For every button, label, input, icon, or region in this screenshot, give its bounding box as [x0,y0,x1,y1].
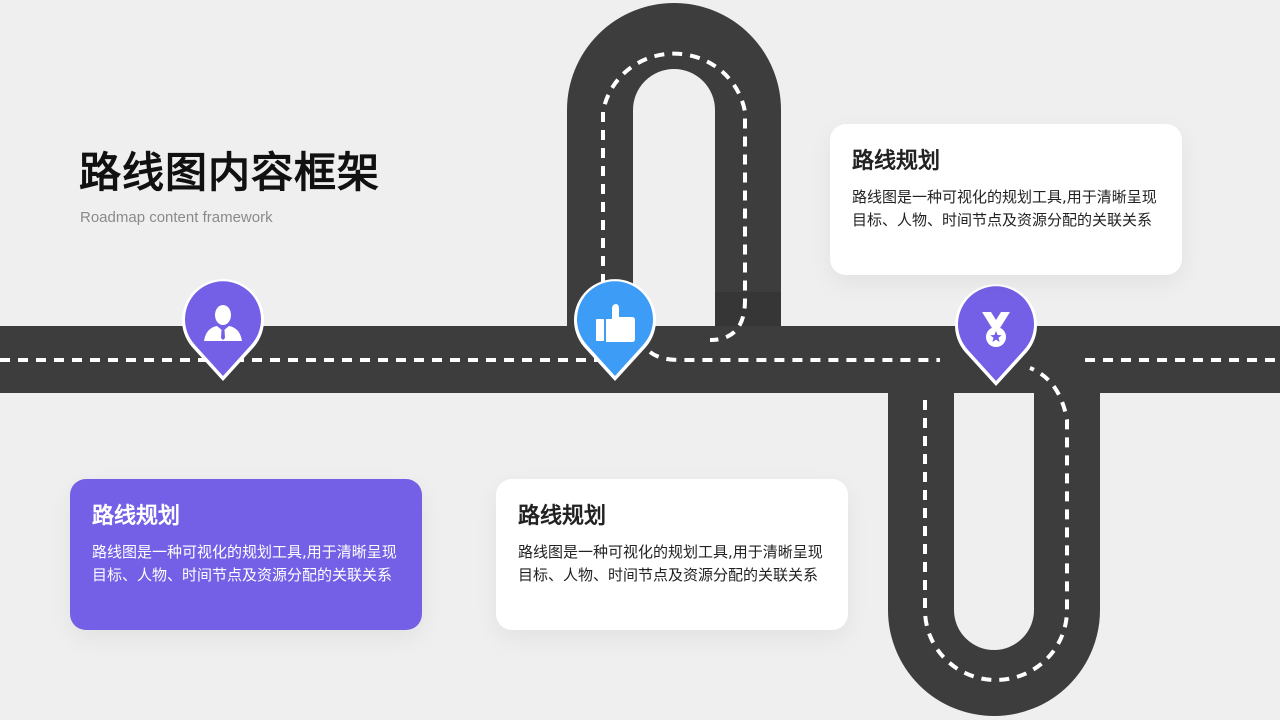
page-title: 路线图内容框架 [79,148,381,197]
milestone-pin-3[interactable] [953,284,1039,388]
thumbs-up-icon [596,304,635,342]
card-title: 路线规划 [518,504,607,529]
card-title: 路线规划 [852,149,941,174]
page-subtitle: Roadmap content framework [80,209,273,226]
road-top-loop [567,3,781,360]
person-icon [204,305,242,341]
lane-marking-bottom-loop [923,366,1069,682]
medal-icon [982,312,1010,347]
milestone-pin-2[interactable] [572,279,658,383]
info-card-1: 路线规划 路线图是一种可视化的规划工具,用于清晰呈现目标、人物、时间节点及资源分… [70,479,422,630]
info-card-3: 路线规划 路线图是一种可视化的规划工具,用于清晰呈现目标、人物、时间节点及资源分… [830,124,1182,275]
card-title: 路线规划 [92,504,181,529]
info-card-2: 路线规划 路线图是一种可视化的规划工具,用于清晰呈现目标、人物、时间节点及资源分… [496,479,848,630]
lane-marking-middle [648,350,940,362]
milestone-pin-1[interactable] [180,279,266,383]
card-text: 路线图是一种可视化的规划工具,用于清晰呈现目标、人物、时间节点及资源分配的关联关… [92,543,397,584]
road-bottom-loop [888,360,1100,716]
card-text: 路线图是一种可视化的规划工具,用于清晰呈现目标、人物、时间节点及资源分配的关联关… [518,543,823,584]
card-text: 路线图是一种可视化的规划工具,用于清晰呈现目标、人物、时间节点及资源分配的关联关… [852,188,1157,229]
lane-marking-top-loop [601,51,747,342]
